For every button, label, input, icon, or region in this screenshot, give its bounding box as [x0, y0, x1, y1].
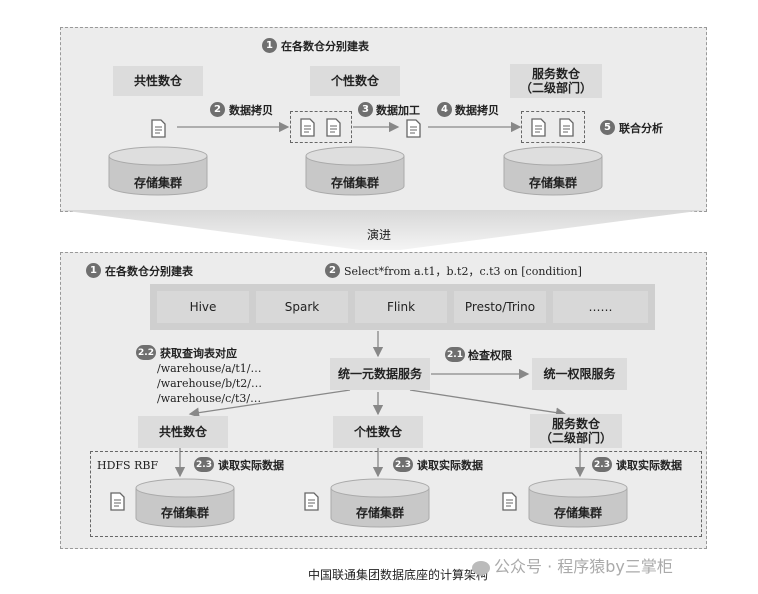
step-badge: 2.3 — [592, 457, 612, 472]
storage-label: 存储集群 — [330, 176, 379, 190]
engine-presto-trino: Presto/Trino — [454, 291, 546, 323]
personal-warehouse-box: 个性数仓 — [333, 416, 423, 448]
step-badge: 2.2 — [136, 345, 156, 360]
step-badge: 2 — [325, 263, 340, 278]
document-icon — [304, 492, 319, 511]
storage-cluster-cylinder: 存储集群 — [503, 146, 603, 196]
storage-label: 存储集群 — [133, 176, 182, 190]
storage-cluster-cylinder: 存储集群 — [528, 478, 628, 528]
step-label: 联合分析 — [619, 122, 663, 135]
step-badge: 1 — [86, 263, 101, 278]
box-label: 服务数仓 （二级部门） — [519, 67, 592, 95]
document-icon — [406, 119, 421, 138]
step-label: 数据拷贝 — [229, 104, 273, 117]
document-icon — [502, 492, 517, 511]
permission-service-box: 统一权限服务 — [532, 358, 627, 390]
box-label: 服务数仓 （二级部门） — [539, 417, 612, 445]
wechat-icon — [472, 560, 490, 575]
box-label: 个性数仓 — [330, 74, 379, 88]
document-icon — [326, 118, 341, 137]
hdfs-rbf-label: HDFS RBF — [97, 459, 159, 472]
step-badge: 5 — [600, 120, 615, 135]
step-badge: 2.3 — [393, 457, 413, 472]
storage-label: 存储集群 — [355, 506, 404, 520]
table-path: /warehouse/a/t1/… — [157, 362, 262, 375]
document-icon — [151, 119, 166, 138]
engine-label: Hive — [189, 300, 217, 314]
box-label: 统一权限服务 — [543, 367, 616, 381]
engine-flink: Flink — [355, 291, 447, 323]
storage-label: 存储集群 — [553, 506, 602, 520]
copied-tables-group — [521, 111, 585, 143]
box-label: 统一元数据服务 — [337, 367, 422, 381]
engine-label: …… — [588, 300, 613, 314]
storage-cluster-cylinder: 存储集群 — [330, 478, 430, 528]
watermark-text: 公众号 · 程序猿by三掌柜 — [494, 557, 673, 576]
query-label: Select*from a.t1，b.t2，c.t3 on [condition… — [344, 265, 582, 278]
table-path: /warehouse/c/t3/… — [157, 392, 262, 405]
service-warehouse-box: 服务数仓 （二级部门） — [510, 64, 602, 98]
document-icon — [110, 492, 125, 511]
table-path: /warehouse/b/t2/… — [157, 377, 262, 390]
step-badge: 1 — [262, 38, 277, 53]
hdfs-rbf-area — [90, 451, 702, 537]
step-label: 数据拷贝 — [455, 104, 499, 117]
step-badge: 2 — [210, 102, 225, 117]
step-badge: 2.3 — [194, 457, 214, 472]
step-badge: 4 — [437, 102, 452, 117]
step-label: 读取实际数据 — [616, 459, 682, 472]
step-label: 获取查询表对应 — [160, 347, 237, 360]
step-label: 在各数仓分别建表 — [105, 265, 193, 278]
storage-cluster-cylinder: 存储集群 — [305, 146, 405, 196]
step-label: 读取实际数据 — [218, 459, 284, 472]
step-badge: 3 — [358, 102, 373, 117]
copied-tables-group — [290, 111, 352, 143]
engine-spark: Spark — [256, 291, 348, 323]
step-badge: 2.1 — [445, 347, 465, 362]
metadata-service-box: 统一元数据服务 — [330, 358, 430, 390]
common-warehouse-box: 共性数仓 — [138, 416, 228, 448]
service-warehouse-box: 服务数仓 （二级部门） — [530, 414, 622, 448]
engine-hive: Hive — [157, 291, 249, 323]
engine-label: Spark — [284, 300, 320, 314]
step-label: 读取实际数据 — [417, 459, 483, 472]
storage-cluster-cylinder: 存储集群 — [108, 146, 208, 196]
storage-label: 存储集群 — [528, 176, 577, 190]
common-warehouse-box: 共性数仓 — [113, 66, 203, 96]
step-label: 在各数仓分别建表 — [281, 40, 369, 53]
step-label: 数据加工 — [376, 104, 420, 117]
figure-caption: 中国联通集团数据底座的计算架构 — [308, 568, 489, 582]
document-icon — [300, 118, 315, 137]
step-label: 检查权限 — [468, 349, 512, 362]
personal-warehouse-box: 个性数仓 — [310, 66, 400, 96]
evolution-label: 演进 — [367, 228, 392, 242]
box-label: 共性数仓 — [133, 74, 182, 88]
watermark: 公众号 · 程序猿by三掌柜 — [472, 553, 673, 577]
storage-label: 存储集群 — [160, 506, 209, 520]
engine-label: Flink — [386, 300, 416, 314]
document-icon — [531, 118, 546, 137]
document-icon — [559, 118, 574, 137]
engine-label: Presto/Trino — [464, 300, 536, 314]
storage-cluster-cylinder: 存储集群 — [135, 478, 235, 528]
engine-more: …… — [553, 291, 648, 323]
box-label: 个性数仓 — [353, 425, 402, 439]
box-label: 共性数仓 — [158, 425, 207, 439]
